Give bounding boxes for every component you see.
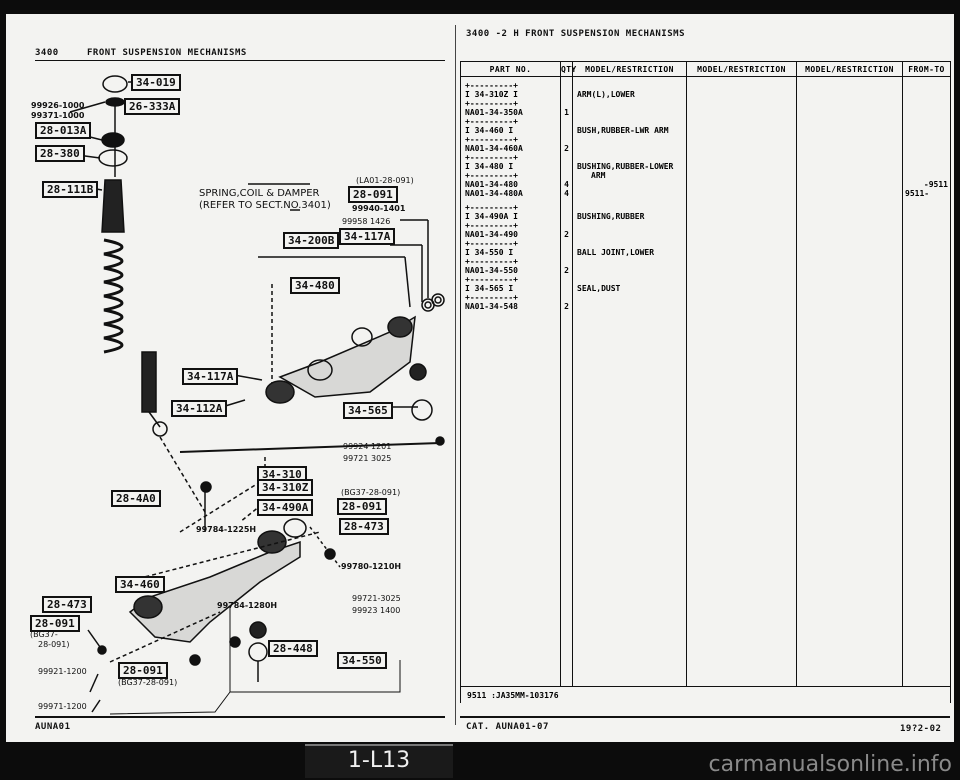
right-footer-right: 19?2-02 [900, 724, 942, 734]
callout-34-480: 34-480 [290, 277, 340, 294]
part-number: NA01-34-350A [465, 108, 523, 117]
left-footer: AUNA01 [35, 722, 71, 732]
label-refer-sect: (REFER TO SECT.NO.3401) [199, 200, 331, 211]
part-number: NA01-34-548 [465, 302, 518, 311]
left-header-title: FRONT SUSPENSION MECHANISMS [87, 48, 247, 58]
callout-28-473-mid: 28-473 [339, 518, 389, 535]
label-bg037-side-2: 28-091) [38, 640, 70, 649]
col-model-1: MODEL/RESTRICTION [572, 61, 687, 77]
label-99721a: 99721 3025 [343, 454, 392, 463]
callout-28-111b: 28-111B [42, 181, 99, 198]
label-99971: 99971-1200 [38, 702, 87, 711]
part-frame: +---------+I 34-310Z I+---------+NA01-34… [465, 81, 523, 117]
callout-34-117a-top: 34-117A [339, 228, 396, 245]
col-model-3: MODEL/RESTRICTION [796, 61, 903, 77]
qty-cell: 1 2 4 4 2 2 2 [560, 76, 573, 687]
callout-26-333a: 26-333A [124, 98, 181, 115]
col-from-to: FROM-TO [902, 61, 951, 77]
callout-34-019: 34-019 [131, 74, 181, 91]
label-99371: 99371-1000 [31, 111, 85, 120]
part-description: ARM(L),LOWER [577, 90, 635, 99]
label-99958: 99958 1426 [342, 217, 391, 226]
callout-34-310z: 34-310Z [257, 479, 314, 496]
label-spring-coil: SPRING,COIL & DAMPER [199, 188, 320, 199]
model-cell-3 [796, 76, 903, 687]
col-part-no: PART NO. [460, 61, 561, 77]
callout-28-473-low: 28-473 [42, 596, 92, 613]
range-value: 9511- [905, 189, 930, 198]
callout-34-200b: 34-200B [283, 232, 340, 249]
label-99784-1225h: 99784-1225H [196, 525, 257, 534]
label-99924: 99924 1201 [343, 442, 392, 451]
col-model-2: MODEL/RESTRICTION [686, 61, 797, 77]
callout-34-112a: 34-112A [171, 400, 228, 417]
table-footnote: 9511 :JA35MM-103176 [460, 686, 951, 703]
part-number: NA01-34-490 [465, 230, 518, 239]
left-header-code: 3400 [35, 48, 59, 58]
label-99780: 99780-1210H [341, 562, 402, 571]
callout-34-490a: 34-490A [257, 499, 314, 516]
callout-34-310: 34-310 [257, 466, 307, 483]
part-description: SEAL,DUST [577, 284, 621, 293]
parts-table: PART NO. QTY MODEL/RESTRICTION MODEL/RES… [460, 61, 951, 703]
label-99923: 99923 1400 [352, 606, 401, 615]
part-frame: +---------+I 34-550 I+---------+NA01-34-… [465, 239, 518, 275]
table-header-row: PART NO. QTY MODEL/RESTRICTION MODEL/RES… [460, 61, 951, 77]
description-cell: ARM(L),LOWER BUSH,RUBBER-LWR ARM BUSHING… [572, 76, 687, 687]
range-value: -9511 [923, 180, 948, 189]
callout-28-013a: 28-013A [35, 122, 92, 139]
callout-34-117a-mid: 34-117A [182, 368, 239, 385]
part-description: BALL JOINT,LOWER [577, 248, 655, 257]
callout-34-460: 34-460 [115, 576, 165, 593]
part-description: BUSHING,RUBBER-LOWER [577, 162, 674, 171]
label-lao-note: (LA01-28-091) [356, 176, 414, 185]
label-bg037-side-1: (BG37- [30, 630, 58, 639]
part-no-cell: +---------+I 34-310Z I+---------+NA01-34… [460, 76, 561, 687]
col-qty: QTY [560, 61, 576, 77]
part-frame: +---------+I 34-490A I+---------+NA01-34… [465, 203, 518, 239]
callout-28-4a0: 28-4A0 [111, 490, 161, 507]
table-footnote-row: 9511 :JA35MM-103176 [460, 686, 951, 703]
callout-28-380: 28-380 [35, 145, 85, 162]
part-number: NA01-34-460A [465, 144, 523, 153]
part-frame: +---------+I 34-460 I+---------+NA01-34-… [465, 117, 523, 153]
part-number: NA01-34-480 [465, 180, 518, 189]
table-body: +---------+I 34-310Z I+---------+NA01-34… [460, 76, 951, 687]
part-frame: +---------+I 34-480 I+---------+NA01-34-… [465, 153, 518, 189]
label-99784-1280h: 99784-1280H [217, 601, 278, 610]
label-bg037-top: (BG37-28-091) [341, 488, 401, 497]
model-cell-2 [686, 76, 797, 687]
part-number: NA01-34-550 [465, 266, 518, 275]
callout-28-448: 28-448 [268, 640, 318, 657]
from-to-cell: -9511 9511- [902, 76, 951, 687]
label-99721b: 99721-3025 [352, 594, 401, 603]
callout-34-550: 34-550 [337, 652, 387, 669]
callout-34-565: 34-565 [343, 402, 393, 419]
watermark: carmanualsonline.info [708, 752, 952, 777]
label-99926: 99926-1000 [31, 101, 85, 110]
callout-28-091-low: 28-091 [30, 615, 80, 632]
part-description: BUSHING,RUBBER [577, 212, 645, 221]
label-bg037-bot: (BG37-28-091) [118, 678, 178, 687]
part-number: NA01-34-480A [465, 189, 523, 198]
suspension-exploded-diagram [69, 75, 445, 715]
right-header: 3400 -2 H FRONT SUSPENSION MECHANISMS [466, 29, 685, 39]
page-tab: 1-L13 [305, 744, 453, 778]
callout-28-091-top: 28-091 [348, 186, 398, 203]
right-footer-left: CAT. AUNA01-07 [466, 722, 549, 732]
callout-28-091-mid: 28-091 [337, 498, 387, 515]
callout-28-091-bot: 28-091 [118, 662, 168, 679]
label-99940: 99940-1401 [352, 204, 406, 213]
label-99921: 99921-1200 [38, 667, 87, 676]
part-description: BUSH,RUBBER-LWR ARM [577, 126, 669, 135]
part-frame: +---------+I 34-565 I+---------+NA01-34-… [465, 275, 518, 311]
